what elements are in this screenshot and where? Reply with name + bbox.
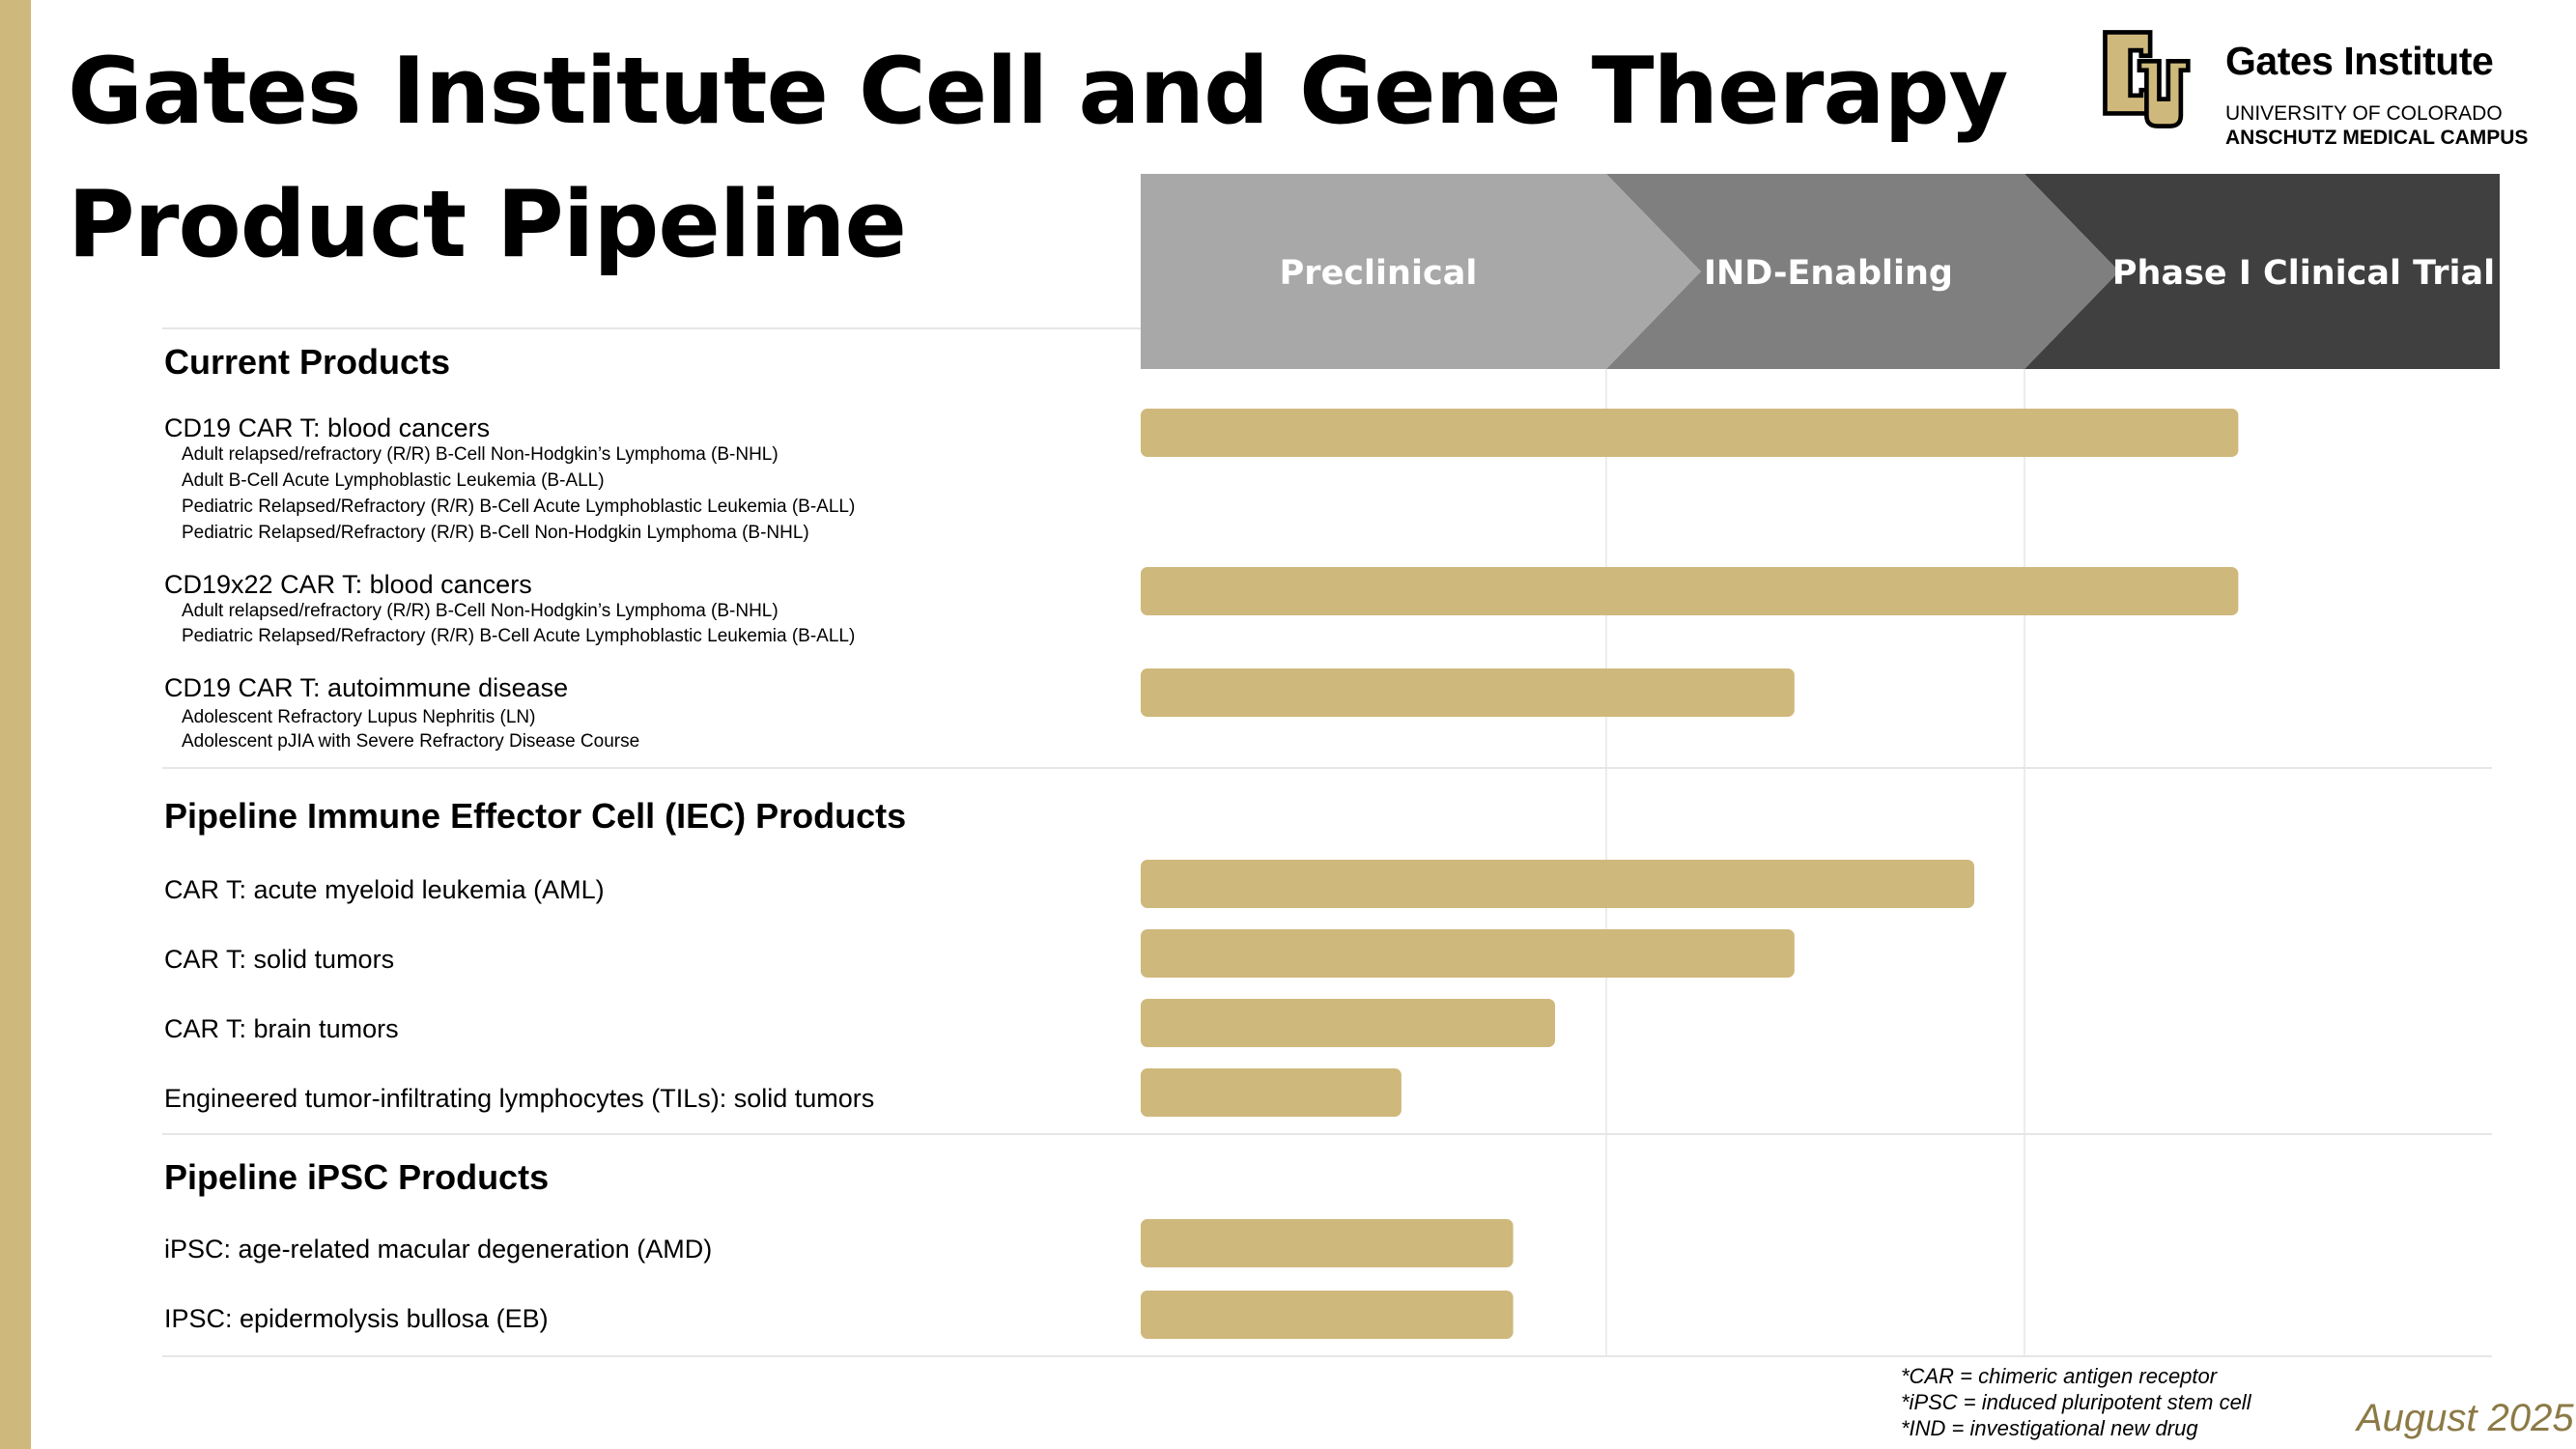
pipeline-bar-1-3	[1141, 668, 1795, 717]
phase-label-3: Phase I Clinical Trial	[2112, 254, 2495, 293]
pipeline-bar-1-1	[1141, 409, 2239, 457]
logo-university: UNIVERSITY OF COLORADO	[2225, 102, 2503, 125]
footnotes: *CAR = chimeric antigen receptor *iPSC =…	[1901, 1363, 2251, 1441]
left-accent-bar	[0, 0, 31, 1449]
phase-header-2	[1606, 174, 2119, 369]
pipeline-bar-2-2	[1141, 929, 1795, 978]
phase-label-1: Preclinical	[1280, 254, 1478, 293]
indication-1-3-2: Adolescent pJIA with Severe Refractory D…	[182, 731, 640, 752]
footnote-car: *CAR = chimeric antigen receptor	[1901, 1364, 2218, 1388]
section-title-2: Pipeline Immune Effector Cell (IEC) Prod…	[164, 796, 907, 836]
indication-1-1-2: Adult B-Cell Acute Lymphoblastic Leukemi…	[182, 470, 605, 491]
footnote-ind: *IND = investigational new drug	[1901, 1416, 2198, 1440]
product-label-2-1: CAR T: acute myeloid leukemia (AML)	[164, 875, 605, 904]
footnote-ipsc: *iPSC = induced pluripotent stem cell	[1901, 1390, 2251, 1414]
product-label-1-1: CD19 CAR T: blood cancers	[164, 413, 491, 442]
pipeline-bar-1-2	[1141, 567, 2239, 615]
indication-1-1-4: Pediatric Relapsed/Refractory (R/R) B-Ce…	[182, 523, 809, 543]
phase-header-3	[2024, 174, 2500, 369]
section-title-3: Pipeline iPSC Products	[164, 1157, 550, 1197]
date-label: August 2025	[2357, 1397, 2574, 1439]
indication-1-3-1: Adolescent Refractory Lupus Nephritis (L…	[182, 707, 536, 727]
pipeline-bar-3-2	[1141, 1291, 1514, 1339]
product-label-1-3: CD19 CAR T: autoimmune disease	[164, 673, 569, 702]
product-label-3-2: IPSC: epidermolysis bullosa (EB)	[164, 1304, 549, 1333]
title-line-1: Gates Institute Cell and Gene Therapy	[68, 39, 2008, 145]
product-label-1-2: CD19x22 CAR T: blood cancers	[164, 570, 532, 599]
pipeline-bar-2-1	[1141, 860, 1975, 908]
cu-logo-icon	[2103, 30, 2191, 128]
product-label-3-1: iPSC: age-related macular degeneration (…	[164, 1235, 713, 1264]
indication-1-2-1: Adult relapsed/refractory (R/R) B-Cell N…	[182, 601, 778, 621]
product-label-2-4: Engineered tumor-infiltrating lymphocyte…	[164, 1084, 875, 1113]
page-title: Gates Institute Cell and Gene Therapy Pr…	[68, 25, 2008, 292]
product-label-2-2: CAR T: solid tumors	[164, 945, 395, 974]
logo-campus: ANSCHUTZ MEDICAL CAMPUS	[2225, 127, 2529, 149]
indication-1-2-2: Pediatric Relapsed/Refractory (R/R) B-Ce…	[182, 626, 856, 646]
logo-name: Gates Institute	[2225, 39, 2494, 83]
phase-header-1	[1141, 174, 1701, 369]
pipeline-bar-2-4	[1141, 1068, 1401, 1117]
indication-1-1-1: Adult relapsed/refractory (R/R) B-Cell N…	[182, 444, 778, 465]
title-line-2: Product Pipeline	[68, 172, 907, 278]
phase-label-2: IND-Enabling	[1704, 254, 1953, 293]
pipeline-bar-3-1	[1141, 1219, 1514, 1267]
pipeline-bar-2-3	[1141, 999, 1555, 1047]
indication-1-1-3: Pediatric Relapsed/Refractory (R/R) B-Ce…	[182, 497, 856, 517]
section-title-1: Current Products	[164, 342, 451, 382]
product-label-2-3: CAR T: brain tumors	[164, 1014, 399, 1043]
